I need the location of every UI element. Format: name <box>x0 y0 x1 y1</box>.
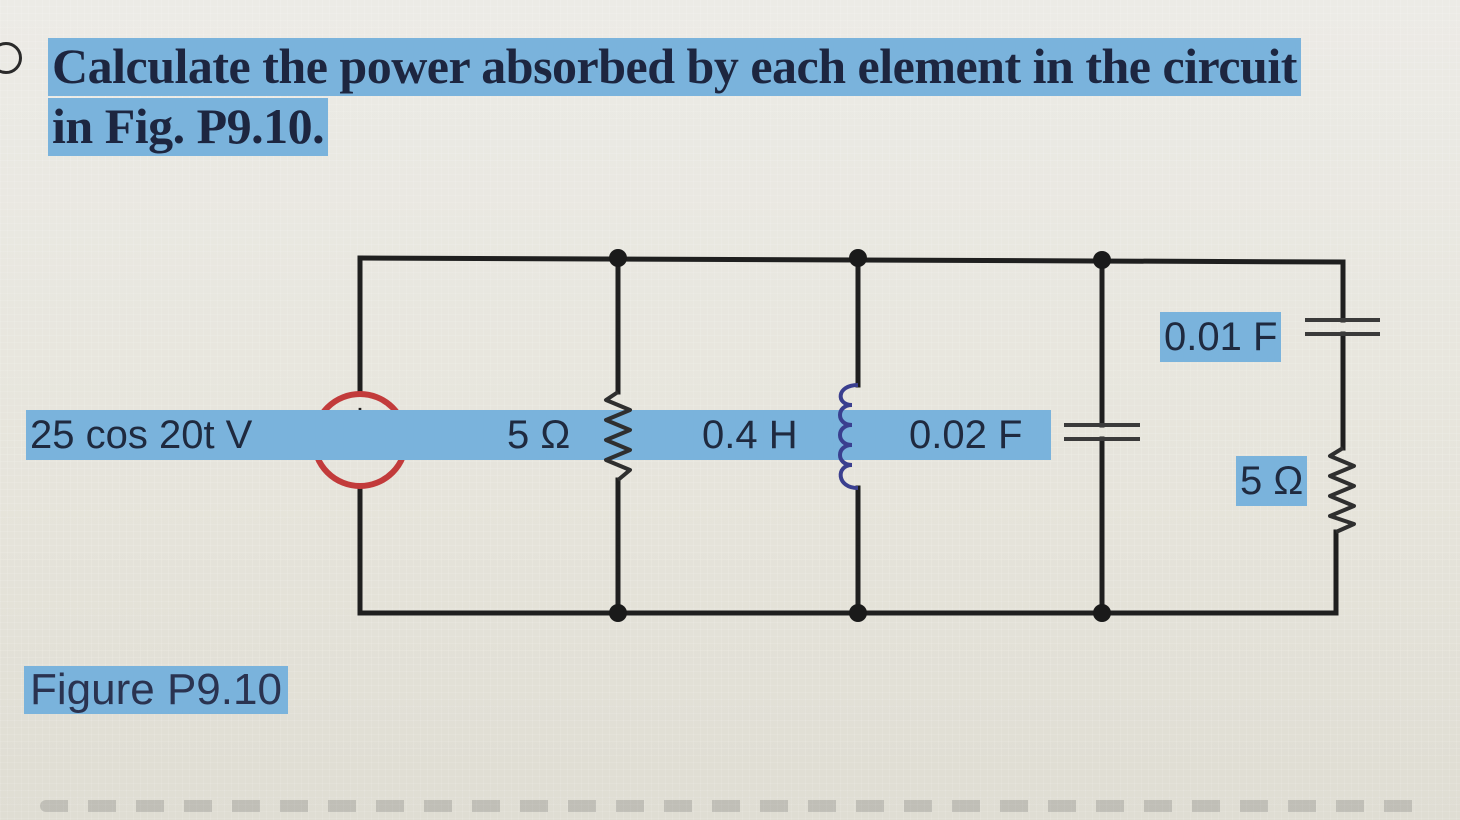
junction-top-l <box>849 249 867 267</box>
source-label: 25 cos 20t V <box>26 410 419 460</box>
junction-bottom-r1 <box>609 604 627 622</box>
cut-off-next-line <box>40 800 1420 812</box>
resistor-1-symbol <box>604 390 632 482</box>
inductor-symbol <box>838 383 859 490</box>
figure-label: Figure P9.10 <box>24 666 288 714</box>
capacitor-2-symbol <box>1305 318 1380 336</box>
resistor-2-symbol <box>1328 446 1356 534</box>
junction-top-r1 <box>609 249 627 267</box>
junction-top-c1 <box>1093 251 1111 269</box>
resistor-2-label: 5 Ω <box>1236 456 1308 506</box>
junction-bottom-l <box>849 604 867 622</box>
junction-bottom-c1 <box>1093 604 1111 622</box>
capacitor-2-label: 0.01 F <box>1160 312 1282 362</box>
capacitor-1-label: 0.02 F <box>905 410 1027 460</box>
inductor-label: 0.4 H <box>698 410 802 460</box>
resistor-1-label: 5 Ω <box>503 410 575 460</box>
question-line-2: in Fig. P9.10. <box>48 98 329 156</box>
junction-dots <box>609 249 1111 622</box>
capacitor-1-symbol <box>1064 423 1140 441</box>
question-line-1: Calculate the power absorbed by each ele… <box>48 38 1301 96</box>
question-bullet <box>0 42 22 74</box>
